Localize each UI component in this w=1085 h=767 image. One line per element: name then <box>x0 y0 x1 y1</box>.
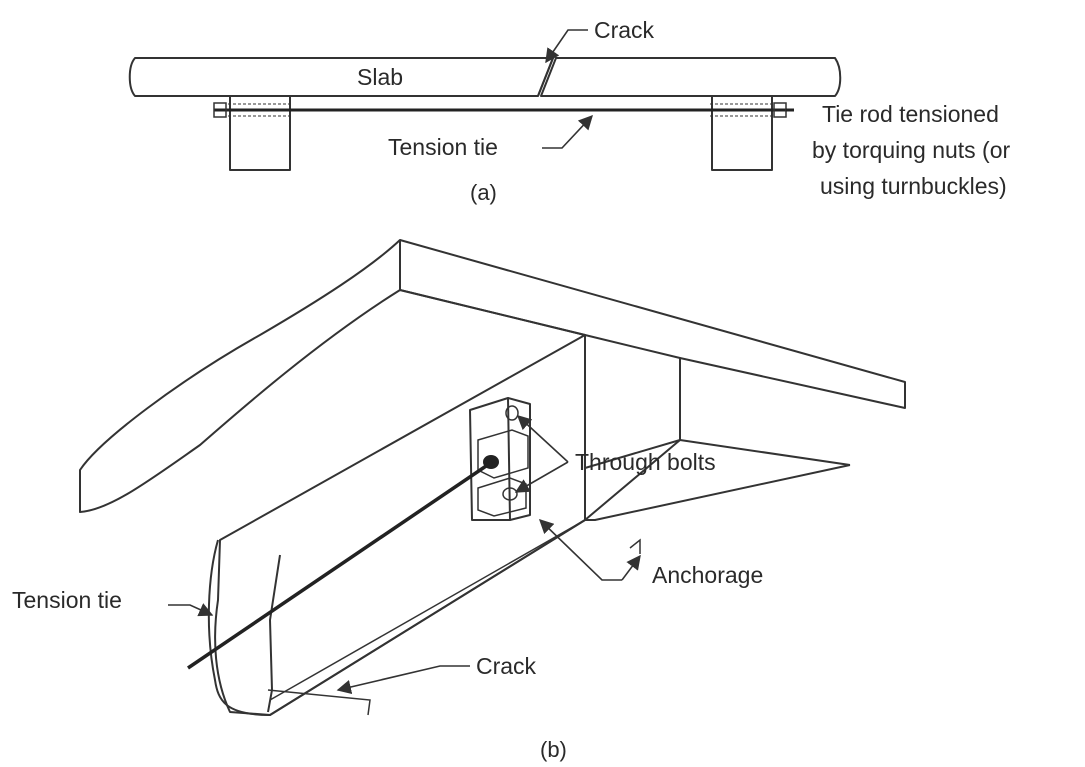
tension-tie-leader-a <box>542 114 593 149</box>
figure-a: Crack Slab Tension tie Tie rod tensioned… <box>128 17 1011 205</box>
caption-b: (b) <box>540 737 567 762</box>
web-side-face <box>584 334 681 521</box>
anchorage-plate-side <box>507 397 531 521</box>
through-bolts-leader-2 <box>514 461 569 493</box>
slab-label: Slab <box>357 64 403 90</box>
crack-floor-b <box>267 689 371 716</box>
tie-rod-label-line1: Tie rod tensioned <box>822 101 999 127</box>
web-left <box>229 96 291 171</box>
figure-b: Through bolts Anchorage Tension tie Crac… <box>12 239 906 762</box>
tension-tie-leader-b <box>168 603 214 617</box>
anchorage-assembly <box>469 397 531 521</box>
beam-left-rough-edge <box>207 539 271 716</box>
crack-leader-a <box>545 29 588 64</box>
anchorage-block-upper <box>477 429 529 479</box>
anchorage-leader-2 <box>621 554 641 581</box>
beam-bottom-edge <box>269 464 851 716</box>
caption-a: (a) <box>470 180 497 205</box>
crack-line-a <box>537 57 554 97</box>
tension-tie-label-b: Tension tie <box>12 587 122 613</box>
slab-right <box>540 57 842 97</box>
anchorage-block-lower <box>477 477 527 517</box>
tension-tie-label-a: Tension tie <box>388 134 498 160</box>
crack-label-a: Crack <box>594 17 655 43</box>
beam-bottom-back <box>269 519 586 701</box>
crack-label-b: Crack <box>476 653 537 679</box>
through-bolts-label: Through bolts <box>575 449 716 475</box>
nut-left <box>213 102 227 118</box>
crack-line-b <box>267 554 281 713</box>
slab-top-face <box>79 239 906 513</box>
through-bolts-leader-1 <box>516 415 569 463</box>
slab-left <box>128 57 554 97</box>
bolt-top <box>505 405 519 421</box>
anchorage-leader <box>538 518 622 581</box>
tie-rod-label-line3: using turnbuckles) <box>820 173 1007 199</box>
web-right <box>711 96 773 171</box>
bolt-bottom <box>502 487 518 501</box>
slab-front-edge <box>399 240 586 336</box>
tie-rod-label-line2: by torquing nuts (or <box>812 137 1011 163</box>
anchorage-far-detail <box>629 538 641 554</box>
crack-leader-b <box>336 665 470 695</box>
tension-tie-rod-b <box>187 460 493 670</box>
soffit-far-edge <box>679 439 851 466</box>
anchorage-label: Anchorage <box>652 562 763 588</box>
